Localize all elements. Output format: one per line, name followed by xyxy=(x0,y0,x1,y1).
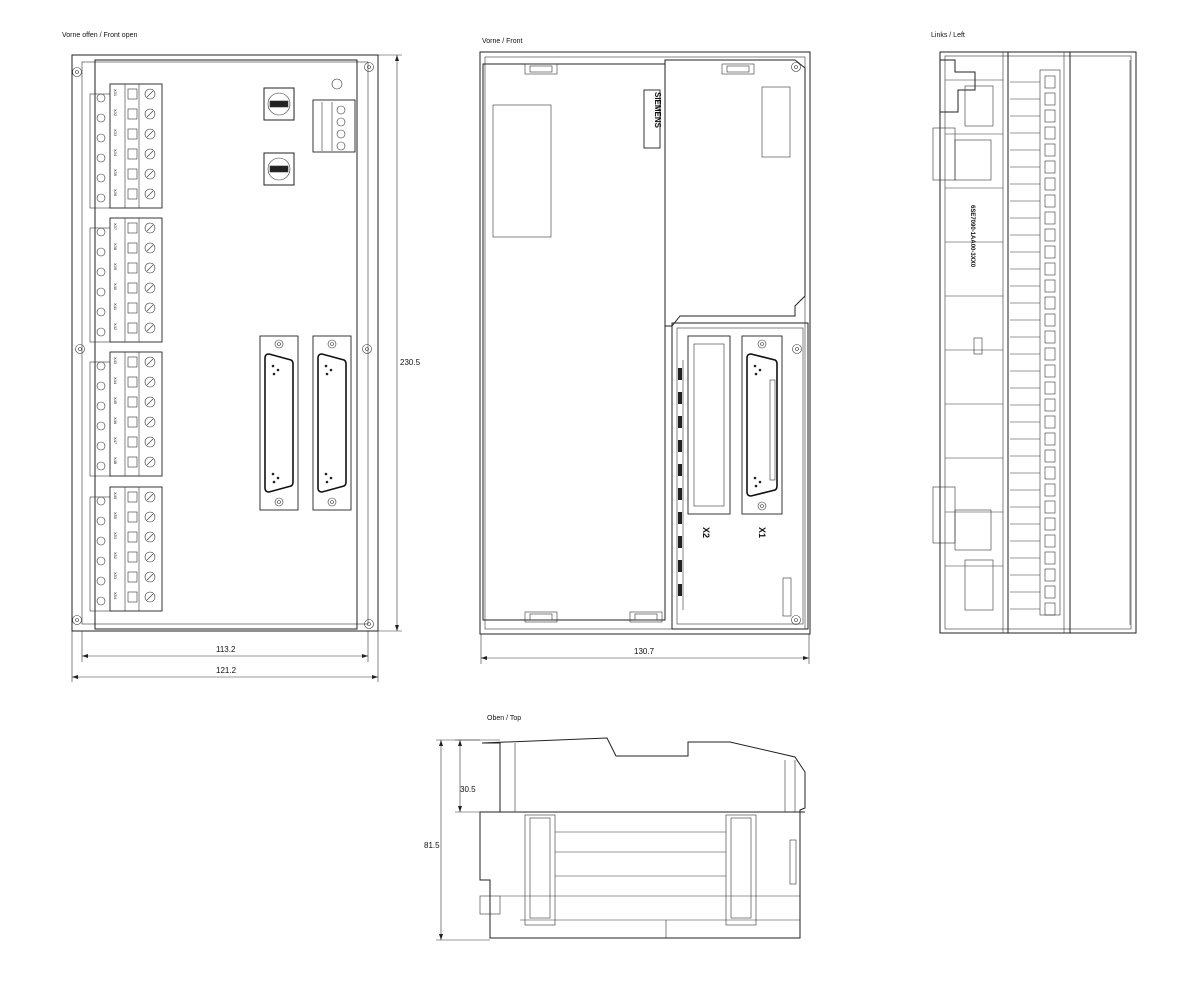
side-product-label: 6SE7090-1AA00-3XX0 xyxy=(969,205,975,268)
subd-connector-x1 xyxy=(741,335,783,515)
view-title-front-open: Vorne offen / Front open xyxy=(62,32,138,39)
view-left: 6SE7090-1AA00-3XX0 xyxy=(932,51,1137,634)
terminal-label: X33 xyxy=(113,129,118,137)
subd-connector xyxy=(312,335,352,511)
brand-label: SIEMENS xyxy=(653,92,662,129)
terminal-label: X47 xyxy=(113,437,118,445)
terminal-label: X32 xyxy=(113,109,118,117)
terminal-label: X44 xyxy=(113,377,118,385)
subd-connectors xyxy=(259,335,352,511)
terminal-label: X50 xyxy=(113,512,118,520)
terminal-blocks: X31X32X33X34X35X36X37X38X39X40X41X42X43X… xyxy=(89,83,163,612)
terminal-label: X31 xyxy=(113,89,118,97)
dim-width-inner: 113.2 xyxy=(216,645,236,654)
terminal-label: X53 xyxy=(113,572,118,580)
terminal-label: X52 xyxy=(113,552,118,560)
terminal-label: X41 xyxy=(113,303,118,311)
terminal-label: X43 xyxy=(113,357,118,365)
view-front-open: X31X32X33X34X35X36X37X38X39X40X41X42X43X… xyxy=(71,54,421,682)
terminal-label: X49 xyxy=(113,492,118,500)
terminal-label: X34 xyxy=(113,149,118,157)
dim-width-outer: 121.2 xyxy=(216,666,237,675)
terminal-label: X54 xyxy=(113,592,118,600)
terminal-label: X37 xyxy=(113,223,118,231)
connector-label-x1: X1 xyxy=(757,527,767,538)
terminal-label: X46 xyxy=(113,417,118,425)
terminal-label: X51 xyxy=(113,532,118,540)
terminal-label: X45 xyxy=(113,397,118,405)
view-top: 30.5 81.5 xyxy=(424,737,806,941)
connector-label-x2: X2 xyxy=(701,527,711,538)
view-title-top: Oben / Top xyxy=(487,715,522,722)
terminal-label: X48 xyxy=(113,457,118,465)
subd-connector xyxy=(259,335,299,511)
side-ribs xyxy=(945,69,1061,616)
pin-label-strip xyxy=(678,368,776,596)
view-title-left: Links / Left xyxy=(931,32,965,39)
dim-height: 230.5 xyxy=(400,358,421,367)
terminal-label: X42 xyxy=(113,323,118,331)
view-title-front: Vorne / Front xyxy=(482,38,523,45)
dim-width-front: 130.7 xyxy=(634,647,655,656)
view-front: SIEMENS X2 X1 xyxy=(479,51,811,664)
subd-connector xyxy=(741,335,783,515)
terminal-label: X36 xyxy=(113,189,118,197)
terminal-label: X38 xyxy=(113,243,118,251)
dim-top-small: 30.5 xyxy=(460,785,476,794)
terminal-label: X40 xyxy=(113,283,118,291)
terminal-label: X35 xyxy=(113,169,118,177)
dim-top-large: 81.5 xyxy=(424,841,440,850)
terminal-label: X39 xyxy=(113,263,118,271)
